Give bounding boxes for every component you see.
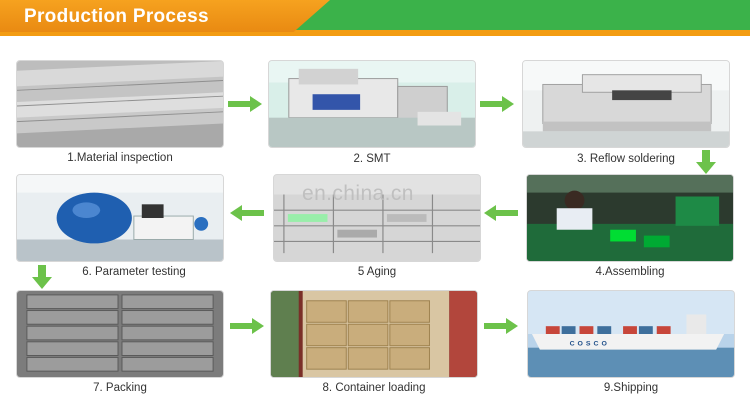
arrow-right-icon <box>484 318 518 334</box>
ship-hull-text: COSCO <box>570 341 610 348</box>
step-5-caption: 5 Aging <box>272 266 482 278</box>
arrow-right-icon <box>480 96 514 112</box>
step-2-photo-smt <box>268 60 476 148</box>
step-7-caption: 7. Packing <box>15 382 225 394</box>
step-1-photo-material-inspection <box>16 60 224 148</box>
page-title: Production Process <box>24 6 209 28</box>
arrow-right-icon <box>230 318 264 334</box>
arrow-down-icon <box>32 265 52 289</box>
step-8-caption: 8. Container loading <box>269 382 479 394</box>
arrow-left-icon <box>230 205 264 221</box>
step-9-photo-shipping: COSCO <box>527 290 735 378</box>
step-7-photo-packing <box>16 290 224 378</box>
step-3-photo-reflow-soldering <box>522 60 730 148</box>
step-4-caption: 4.Assembling <box>525 266 735 278</box>
step-9-caption: 9.Shipping <box>526 382 736 394</box>
arrow-right-icon <box>228 96 262 112</box>
watermark-text: en.china.cn <box>302 182 414 206</box>
step-8-photo-container-loading <box>270 290 478 378</box>
arrow-down-icon <box>696 150 716 174</box>
step-6-photo-parameter-testing <box>16 174 224 262</box>
arrow-left-icon <box>484 205 518 221</box>
step-2-caption: 2. SMT <box>267 153 477 165</box>
step-1-caption: 1.Material inspection <box>15 152 225 164</box>
step-6-caption: 6. Parameter testing <box>29 266 239 278</box>
step-4-photo-assembling <box>526 174 734 262</box>
header-banner: Production Process <box>0 0 750 36</box>
